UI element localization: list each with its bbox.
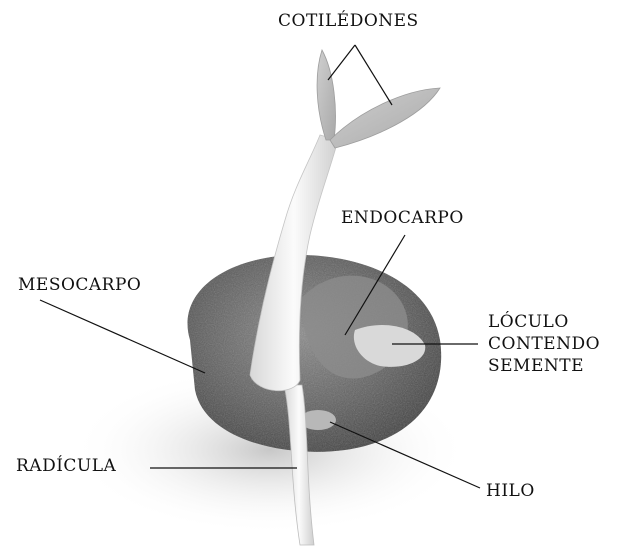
leader-cotiledones-left [328,45,355,80]
cotyledon-right [330,88,440,148]
label-endocarpo: ENDOCARPO [341,208,464,229]
label-loculo-line2: CONTENDO [488,334,600,355]
label-loculo-line3: SEMENTE [488,356,584,377]
leader-cotiledones-right [355,45,392,105]
label-cotiledones: COTILÉDONES [278,11,419,32]
leader-mesocarpo [40,300,205,373]
label-mesocarpo: MESOCARPO [18,275,141,296]
label-hilo: HILO [486,481,535,502]
label-radicula: RADÍCULA [16,456,116,477]
label-loculo-line1: LÓCULO [488,312,569,333]
cotyledon-left [317,50,335,140]
